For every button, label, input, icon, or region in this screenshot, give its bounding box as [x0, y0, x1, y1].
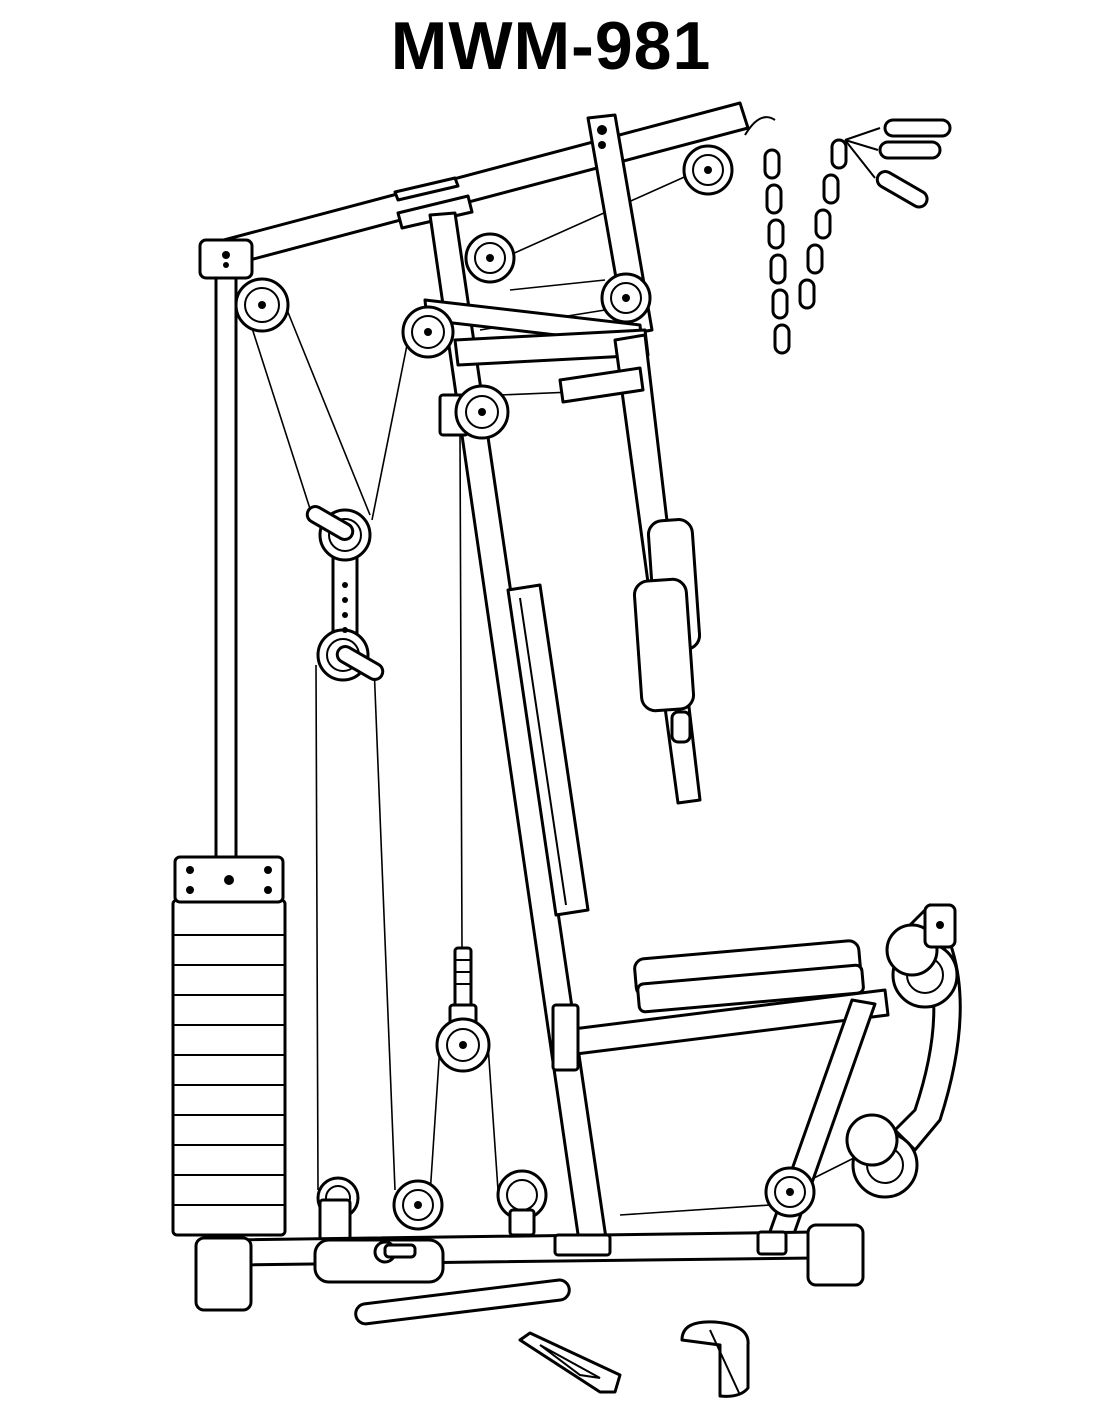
base-strut-foot [756, 1230, 788, 1256]
ankle-strap [680, 1320, 750, 1398]
press-handle-end [670, 710, 692, 744]
loose-bar [354, 1278, 571, 1326]
pulley-column-mid [438, 384, 510, 440]
front-tube [313, 1238, 445, 1284]
pulley-bottom-3 [496, 1169, 548, 1237]
cable-spring [453, 946, 473, 1010]
weight-stack [171, 855, 287, 1237]
pulley-bottom-1 [316, 1176, 360, 1242]
pulley-top-right [682, 144, 734, 196]
main-column [428, 211, 609, 1250]
floating-pulley-assembly [305, 505, 385, 682]
pulley-mid-low [435, 1003, 491, 1073]
pulley-beam-mid [464, 232, 516, 284]
back-pad [506, 583, 590, 917]
base-column-plate [553, 1233, 612, 1257]
model-title: MWM-981 [390, 8, 712, 84]
chain-with-handles [744, 116, 952, 355]
tricep-handle [518, 1331, 622, 1394]
leg-roller-lower [845, 1113, 919, 1199]
press-bracket [558, 366, 645, 404]
seat [633, 939, 865, 1014]
pulley-top-left [234, 277, 290, 333]
beam-cap [396, 194, 474, 230]
base-foot-right [806, 1223, 865, 1287]
pulley-frame-mid [600, 272, 652, 324]
beam-plate [393, 176, 460, 202]
guide-rod [214, 268, 238, 867]
leg-roller-upper [885, 923, 959, 1009]
pulley-bottom-2 [392, 1179, 444, 1231]
base-foot-left [194, 1236, 253, 1312]
seat-bracket [551, 1003, 580, 1072]
pulley-column-top [401, 305, 455, 359]
press-pad-lower [632, 577, 696, 713]
pulley-bottom-4 [764, 1166, 816, 1218]
